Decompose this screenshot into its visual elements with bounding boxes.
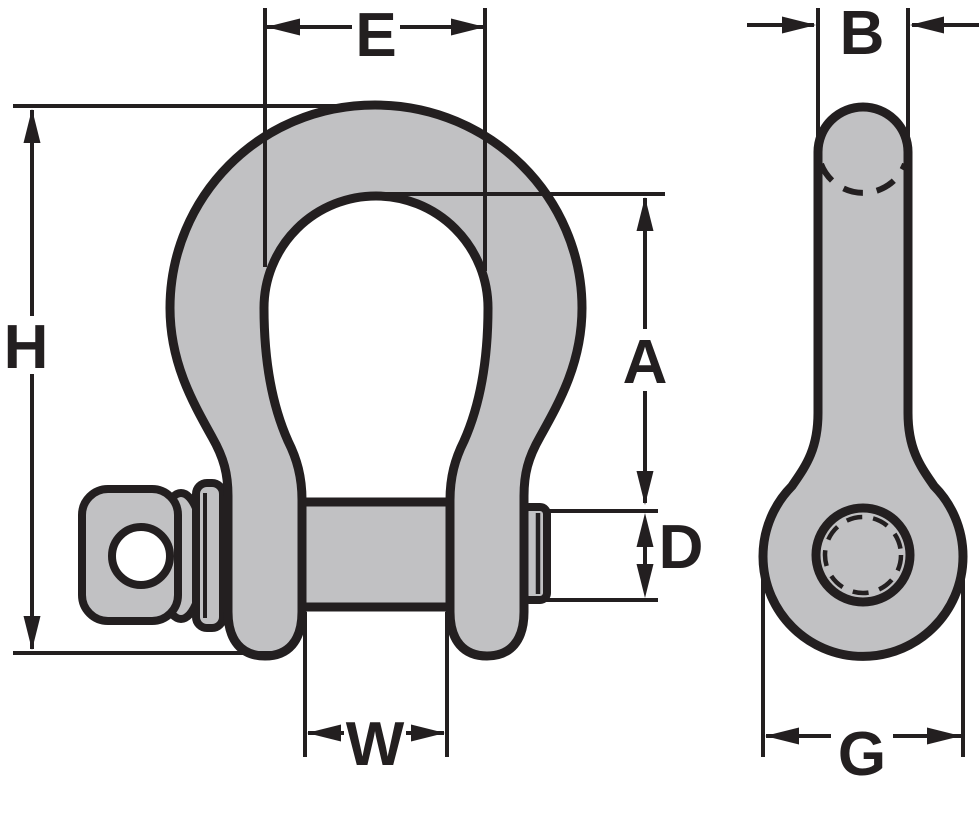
dim-A — [376, 192, 665, 505]
dim-label-E: E — [355, 1, 396, 70]
dim-G — [761, 558, 965, 757]
dimension-lines — [13, 8, 979, 757]
dim-label-W: W — [346, 710, 405, 779]
dim-W-arrow-right — [411, 724, 445, 742]
dim-label-H: H — [4, 313, 49, 382]
dim-label-D: D — [659, 513, 704, 582]
dim-H-arrow-down — [23, 616, 41, 650]
dim-B-arrow-right — [782, 16, 816, 34]
dim-G-arrow-right — [927, 727, 961, 745]
dim-H-arrow-up — [23, 109, 41, 143]
dim-B — [747, 8, 979, 153]
dim-A-arrow-down — [636, 471, 654, 505]
pin-eye-hole — [108, 523, 174, 589]
dim-label-G: G — [838, 720, 886, 789]
dim-label-B: B — [840, 0, 885, 68]
side-view — [758, 102, 968, 661]
pin-collar — [192, 479, 227, 632]
dim-E — [263, 8, 487, 271]
dim-label-A: A — [623, 328, 668, 397]
dim-E-arrow-left — [266, 18, 300, 36]
dim-W-arrow-left — [307, 724, 341, 742]
dimension-labels: E B H A D W G — [4, 0, 887, 789]
lug-pin-hole — [811, 503, 915, 607]
dim-B-arrow-left — [910, 16, 944, 34]
dim-H — [13, 104, 374, 655]
dim-D-arrow-down — [636, 564, 654, 598]
lug-pin-hole-dashed-circle — [822, 514, 904, 596]
dim-G-arrow-left — [765, 727, 799, 745]
dim-D-arrow-up — [636, 513, 654, 547]
dim-A-arrow-up — [636, 197, 654, 231]
dim-W — [303, 612, 449, 757]
hidden-edge-dashed-arc — [818, 162, 908, 196]
side-shank-lug — [758, 102, 968, 661]
front-view — [78, 100, 587, 661]
dim-D — [546, 509, 658, 602]
dim-E-arrow-right — [451, 18, 485, 36]
